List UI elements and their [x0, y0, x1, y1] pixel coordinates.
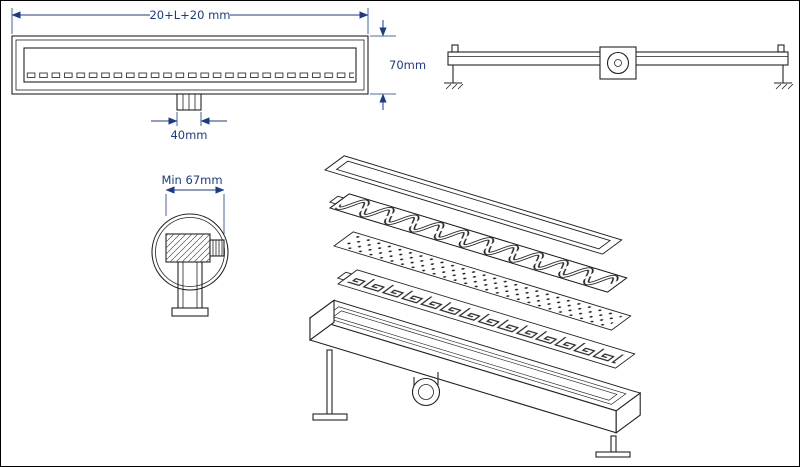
- right-clip: [777, 44, 785, 53]
- dim-outlet-width: 40mm: [151, 112, 227, 142]
- layer-perforated-plate: [333, 231, 632, 331]
- side-view-drain-channel: [444, 44, 794, 90]
- dim-min-depth: Min 67mm: [161, 173, 225, 234]
- channel-left-end: [309, 299, 335, 342]
- threaded-adjuster: [209, 239, 225, 257]
- layer-wave-grate: [328, 193, 628, 293]
- dim-length-label: 20+L+20 mm: [149, 8, 230, 22]
- grate-slots: [26, 50, 354, 80]
- trap-body: [165, 233, 225, 263]
- left-clip: [451, 44, 459, 53]
- outlet-housing: [599, 46, 637, 80]
- greek-key-pattern: [342, 271, 630, 367]
- outlet-stub: [176, 93, 202, 111]
- perforation-dots-pattern: [341, 234, 624, 328]
- side-view-left-foot: [444, 65, 464, 90]
- channel-right-end: [615, 392, 641, 434]
- dim-min-depth-label: Min 67mm: [161, 173, 222, 187]
- end-tab: [336, 271, 353, 281]
- drain-outlet-pipe: [411, 372, 441, 407]
- layer-greek-key-grate: [336, 269, 636, 369]
- top-view-drain-channel: 20+L+20 mm 70mm 40mm: [11, 8, 426, 142]
- outlet-pipe-section: [171, 262, 209, 317]
- dim-length: 20+L+20 mm: [11, 8, 369, 34]
- side-view-right-foot: [774, 65, 794, 90]
- layer-channel-body: [308, 299, 642, 458]
- dim-outlet-label: 40mm: [170, 128, 207, 142]
- support-foot-left: [312, 349, 348, 421]
- dim-height-label: 70mm: [389, 58, 426, 72]
- section-view-min-depth: Min 67mm: [151, 173, 229, 317]
- pipe-collar: [171, 307, 209, 317]
- support-foot-right: [595, 435, 631, 458]
- exploded-view: [308, 155, 642, 458]
- end-tab: [328, 195, 345, 205]
- layer-top-frame: [323, 155, 623, 255]
- dim-height: 70mm: [370, 20, 426, 110]
- wave-pattern: [333, 194, 623, 291]
- wall-flange-circle: [151, 213, 229, 291]
